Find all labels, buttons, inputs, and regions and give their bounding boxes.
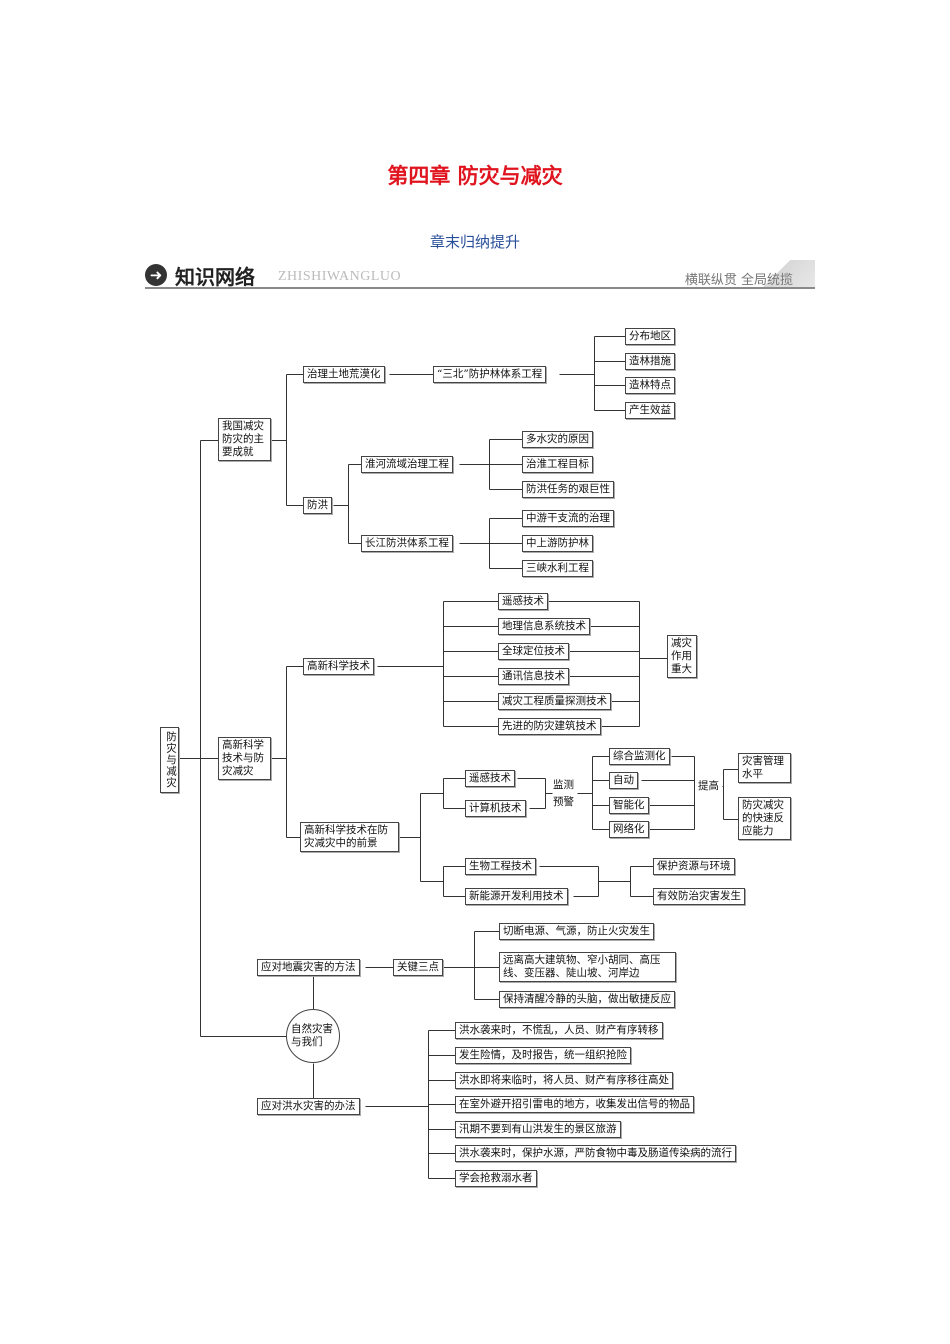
leaf: 多水灾的原因 bbox=[522, 431, 593, 448]
leaf: 全球定位技术 bbox=[498, 643, 569, 660]
node-hitech: 高新科学技术 bbox=[303, 658, 374, 675]
node-achievements: 我国减灾防灾的主要成就 bbox=[218, 418, 271, 461]
leaf: 减灾工程质量探测技术 bbox=[498, 693, 611, 710]
section-header: ➜ 知识网络 ZHISHIWANGLUO 横联纵贯 全局统揽 bbox=[142, 260, 815, 292]
node-sanbei: “三北”防护林体系工程 bbox=[433, 366, 547, 383]
leaf: 中游干支流的治理 bbox=[522, 510, 614, 527]
leaf: 三峡水利工程 bbox=[522, 560, 593, 577]
leaf: 洪水即将来临时，将人员、财产有序移往高处 bbox=[455, 1072, 673, 1089]
leaf: 切断电源、气源，防止火灾发生 bbox=[499, 923, 654, 940]
node-quake: 应对地震灾害的方法 bbox=[257, 959, 360, 976]
node-changjiang: 长江防洪体系工程 bbox=[361, 535, 453, 552]
label-warning: 预警 bbox=[553, 796, 574, 808]
leaf: 地理信息系统技术 bbox=[498, 618, 590, 635]
node-key: 关键三点 bbox=[393, 959, 443, 976]
chapter-title: 第四章 防灾与减灾 bbox=[387, 164, 563, 188]
leaf: 灾害管理水平 bbox=[738, 753, 791, 783]
header-divider bbox=[145, 287, 815, 289]
leaf: 计算机技术 bbox=[465, 800, 526, 817]
node-nature-label: 自然灾害与我们 bbox=[291, 1023, 333, 1048]
node-desert: 治理土地荒漠化 bbox=[303, 366, 385, 383]
leaf: 综合监测化 bbox=[609, 748, 670, 765]
leaf: 分布地区 bbox=[625, 328, 675, 345]
section-pinyin: ZHISHIWANGLUO bbox=[278, 269, 402, 284]
section-heading: 知识网络 bbox=[175, 265, 255, 289]
leaf: 造林特点 bbox=[625, 377, 675, 394]
label-monitor: 监测 bbox=[553, 779, 574, 791]
leaf: 生物工程技术 bbox=[465, 858, 536, 875]
leaf: 防洪任务的艰巨性 bbox=[522, 481, 614, 498]
arrow-right-circle-icon: ➜ bbox=[145, 264, 167, 286]
leaf: 保护资源与环境 bbox=[653, 858, 735, 875]
leaf: 汛期不要到有山洪发生的景区旅游 bbox=[455, 1121, 621, 1138]
leaf: 防灾减灾的快速反应能力 bbox=[738, 797, 791, 840]
node-prospect: 高新科学技术在防灾减灾中的前景 bbox=[300, 822, 399, 852]
leaf: 发生险情，及时报告，统一组织抢险 bbox=[455, 1047, 631, 1064]
leaf: 远离高大建筑物、窄小胡同、高压线、变压器、陡山坡、河岸边 bbox=[499, 952, 676, 982]
header-corner-decoration bbox=[755, 260, 815, 287]
node-tech: 高新科学技术与防灾减灾 bbox=[218, 737, 271, 780]
leaf: 网络化 bbox=[609, 821, 649, 838]
leaf: 学会抢救溺水者 bbox=[455, 1170, 537, 1187]
node-huaihe: 淮河流域治理工程 bbox=[361, 456, 453, 473]
leaf: 中上游防护林 bbox=[522, 535, 593, 552]
node-result: 减灾作用重大 bbox=[667, 635, 697, 678]
label-raise: 提高 bbox=[698, 780, 719, 792]
leaf: 有效防治灾害发生 bbox=[653, 888, 745, 905]
leaf: 先进的防灾建筑技术 bbox=[498, 718, 601, 735]
leaf: 保持清醒冷静的头脑，做出敏捷反应 bbox=[499, 991, 675, 1008]
leaf: 遥感技术 bbox=[465, 770, 515, 787]
leaf: 洪水袭来时，不慌乱，人员、财产有序转移 bbox=[455, 1022, 663, 1039]
node-flood: 防洪 bbox=[303, 497, 332, 514]
leaf: 通讯信息技术 bbox=[498, 668, 569, 685]
root-node: 防灾与减灾 bbox=[160, 727, 179, 793]
leaf: 新能源开发利用技术 bbox=[465, 888, 568, 905]
leaf: 智能化 bbox=[609, 797, 649, 814]
node-floodway: 应对洪水灾害的办法 bbox=[257, 1098, 360, 1115]
leaf: 产生效益 bbox=[625, 402, 675, 419]
leaf: 自动 bbox=[609, 772, 638, 789]
leaf: 在室外避开招引雷电的地方，收集发出信号的物品 bbox=[455, 1096, 694, 1113]
leaf: 洪水袭来时，保护水源，严防食物中毒及肠道传染病的流行 bbox=[455, 1145, 736, 1162]
leaf: 造林措施 bbox=[625, 353, 675, 370]
leaf: 遥感技术 bbox=[498, 593, 548, 610]
section-subtitle: 章末归纳提升 bbox=[429, 233, 520, 251]
node-nature: 自然灾害与我们 bbox=[286, 1009, 340, 1063]
section-slogan: 横联纵贯 全局统揽 bbox=[684, 273, 793, 288]
leaf: 治淮工程目标 bbox=[522, 456, 593, 473]
